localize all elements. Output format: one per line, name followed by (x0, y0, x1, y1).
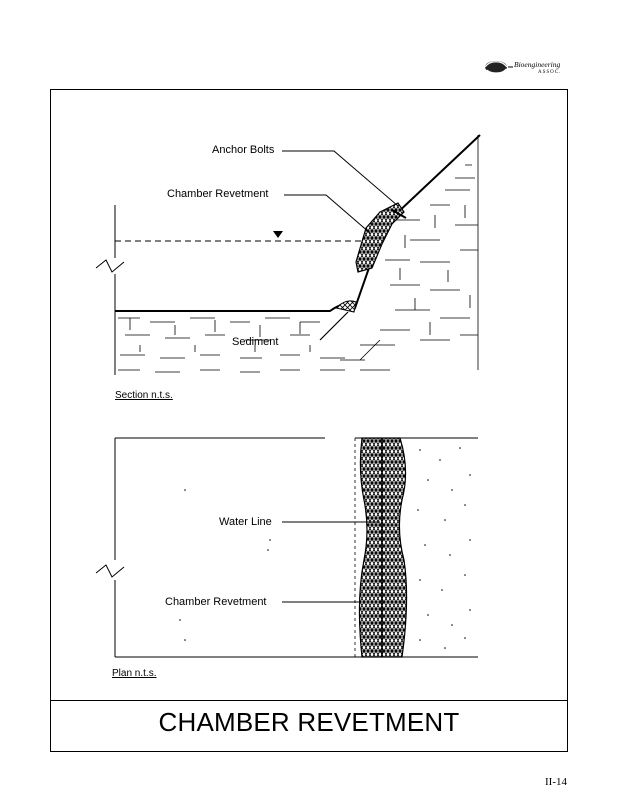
label-anchor-bolts: Anchor Bolts (212, 144, 275, 156)
plan-view (95, 437, 478, 658)
label-sediment: Sediment (232, 336, 279, 348)
water-level-marker-icon (273, 231, 283, 238)
page-number: II-14 (545, 776, 567, 788)
bioengineering-logo-icon (484, 61, 513, 74)
logo-subtext: ASSOC. (538, 70, 562, 75)
title-divider (50, 700, 568, 701)
caption-section: Section n.t.s. (115, 390, 173, 401)
section-view (95, 134, 481, 375)
label-water-line: Water Line (219, 516, 272, 528)
bank-soil-texture (380, 135, 479, 370)
drawing-title: CHAMBER REVETMENT (158, 707, 460, 737)
drawing-frame (50, 89, 568, 752)
caption-plan: Plan n.t.s. (112, 668, 157, 679)
sediment-texture (118, 311, 395, 373)
anchor-bolt (391, 209, 407, 219)
label-chamber-revetment-plan: Chamber Revetment (165, 596, 267, 608)
bank-stipple (179, 447, 471, 649)
label-chamber-revetment-section: Chamber Revetment (167, 188, 269, 200)
logo-text: Bioengineering (514, 60, 561, 69)
chamber-revetment-upper (355, 202, 405, 273)
chamber-revetment-plan (358, 437, 408, 658)
chamber-revetment-toe (335, 300, 357, 313)
channel-bed (115, 134, 481, 312)
